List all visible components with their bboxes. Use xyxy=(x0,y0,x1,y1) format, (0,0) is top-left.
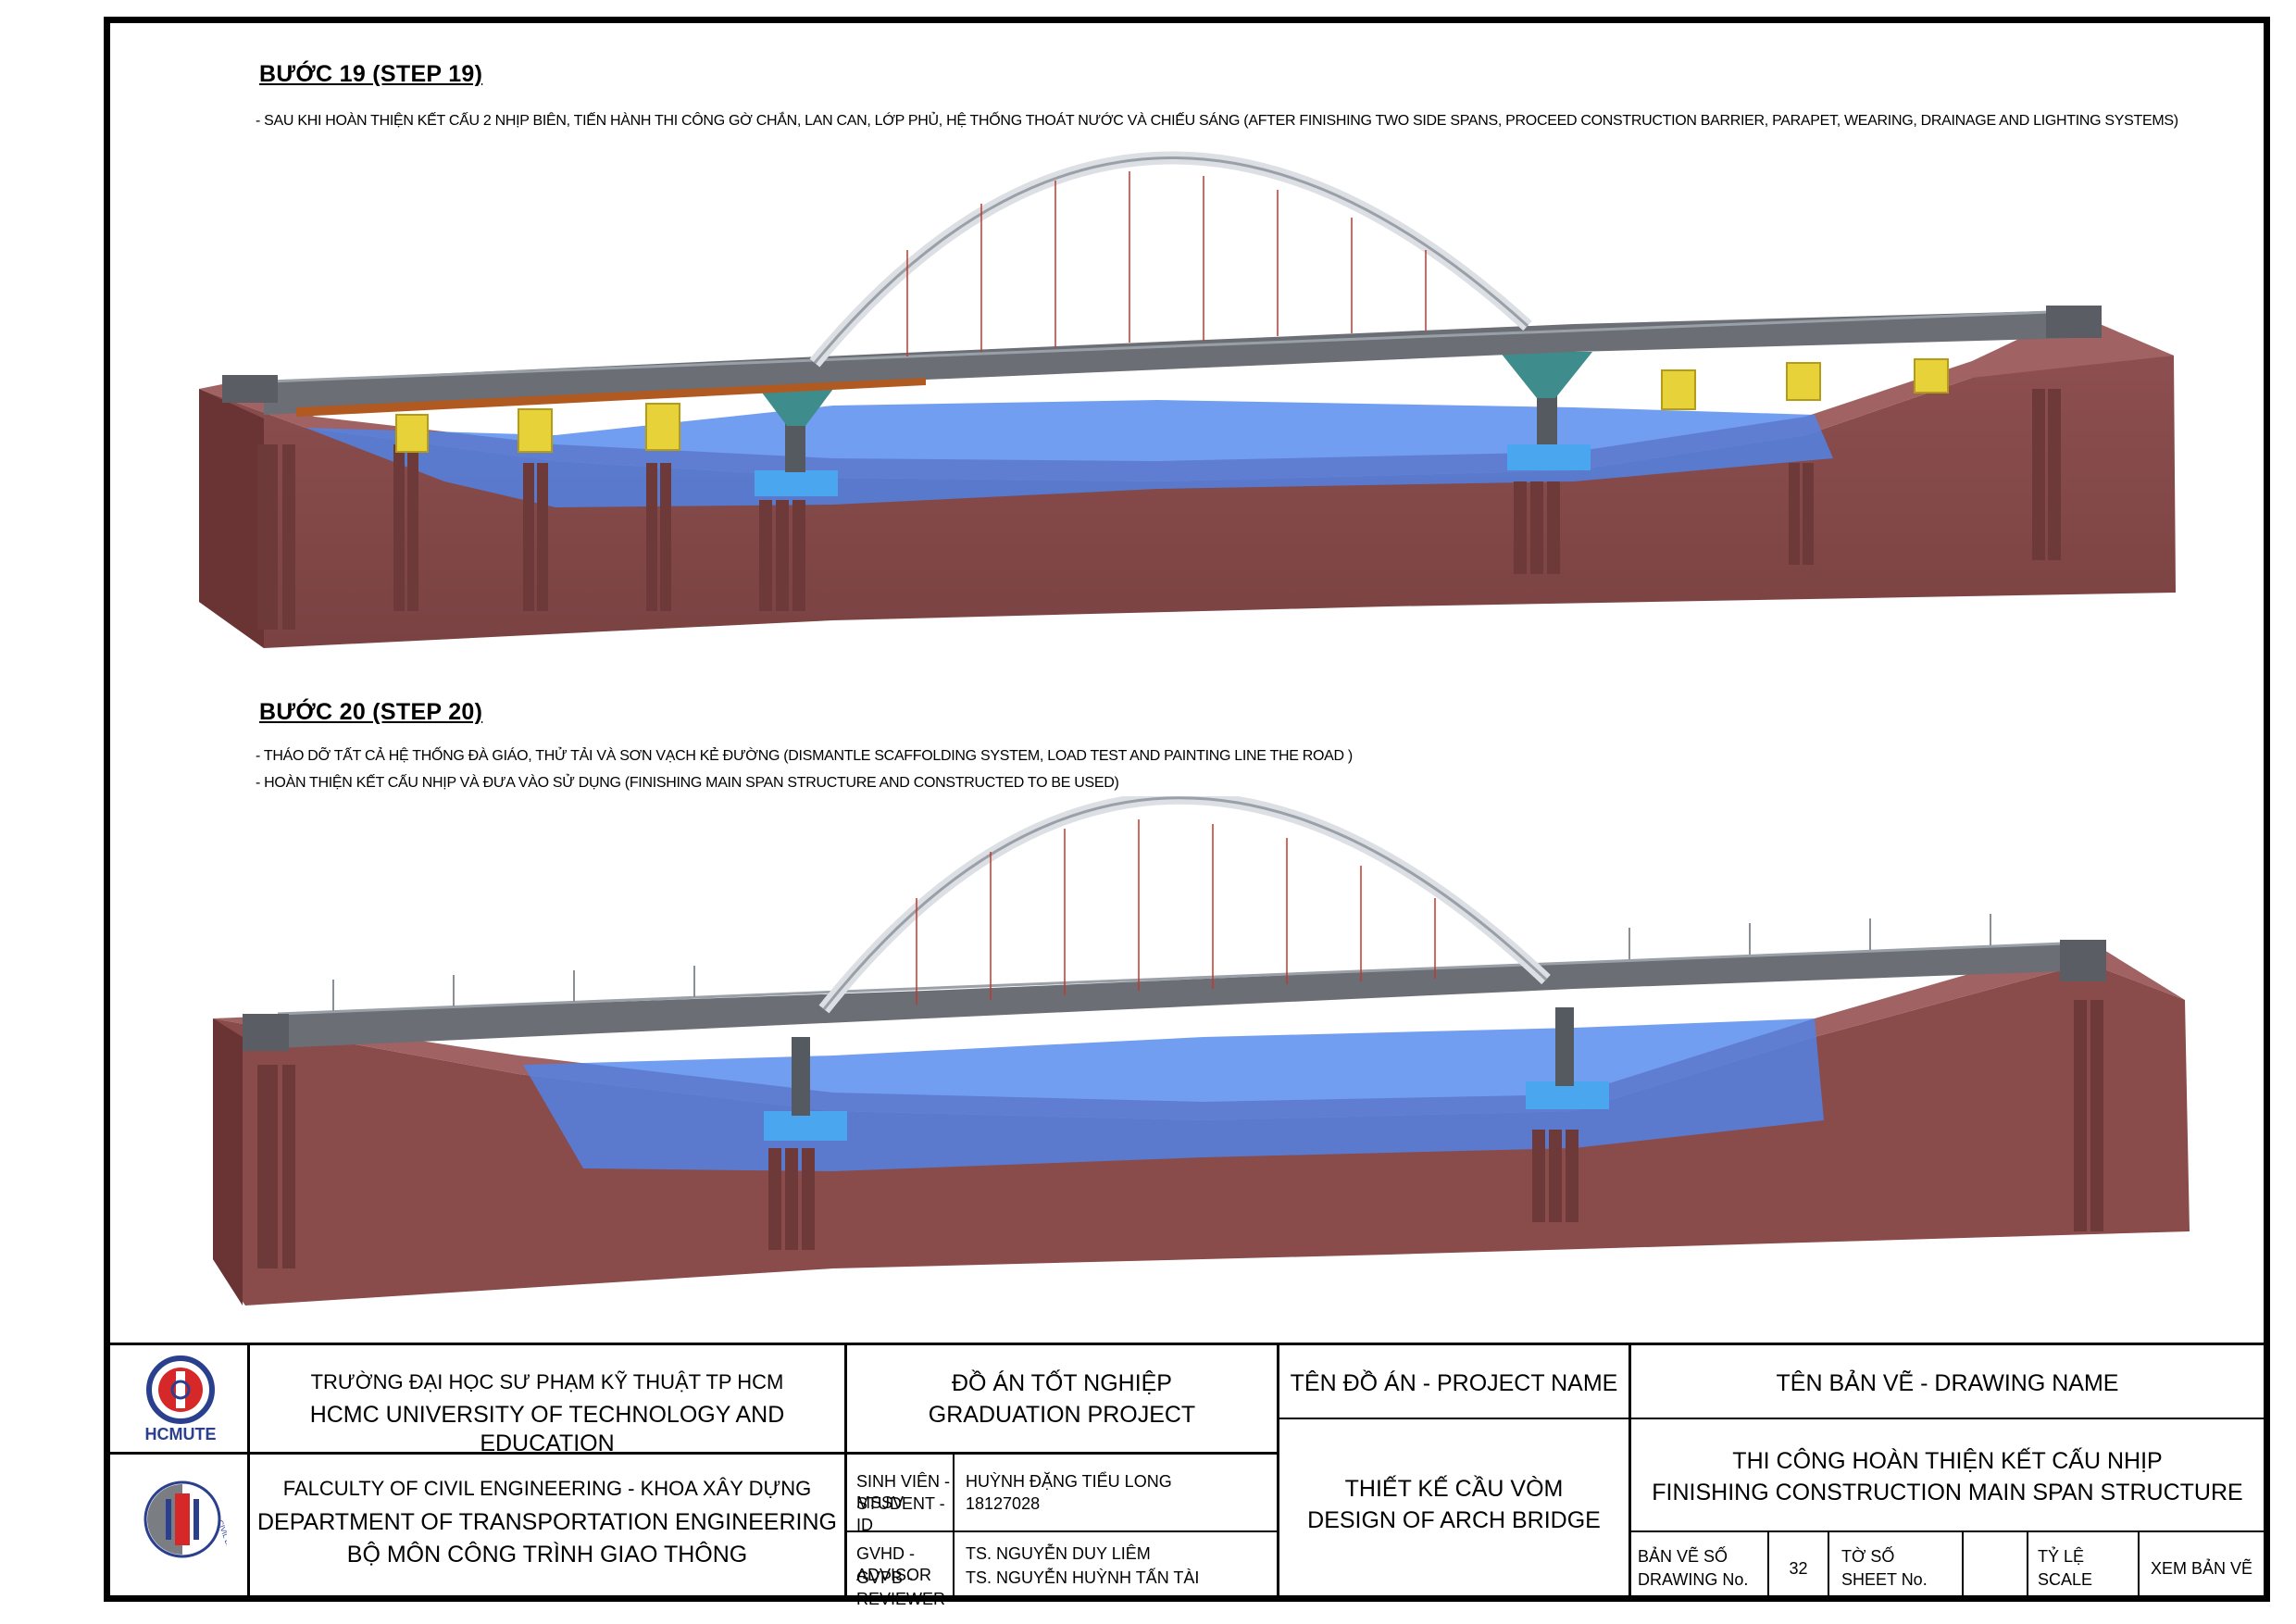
title-block: HCMUTE CIVIL ENGINEERING TRƯỜNG ĐẠI HỌC … xyxy=(110,1343,2264,1608)
student-label-2: STUDENT - ID xyxy=(856,1494,945,1534)
step20-note-2: - HOÀN THIỆN KẾT CẤU NHỊP VÀ ĐƯA VÀO SỬ … xyxy=(256,775,1119,791)
step19-note: - SAU KHI HOÀN THIỆN KẾT CẤU 2 NHỊP BIÊN… xyxy=(256,113,2178,129)
project-name-vn: THIẾT KẾ CẦU VÒM xyxy=(1344,1476,1564,1502)
hcmute-logo: HCMUTE xyxy=(145,1355,217,1443)
advisor-name: TS. NGUYỄN DUY LIÊM xyxy=(966,1544,1151,1563)
drawing-no-label-1: BẢN VẼ SỐ xyxy=(1638,1547,1728,1566)
department-name-vn: BỘ MÔN CÔNG TRÌNH GIAO THÔNG xyxy=(346,1542,748,1568)
pier-bracket-right xyxy=(1500,352,1592,398)
river-water xyxy=(523,1018,1824,1171)
parapet-line xyxy=(277,941,2089,1016)
step20-bridge-render xyxy=(213,796,2190,1305)
advisor-label: GVHD - ADVISOR xyxy=(856,1544,932,1584)
lighting-poles xyxy=(332,914,1991,1011)
sheet-no-label-1: TỜ SỐ xyxy=(1841,1547,1895,1566)
foundation-piles xyxy=(257,389,2061,630)
student-label-1: SINH VIÊN - MSSV xyxy=(856,1472,951,1512)
pier-column-left xyxy=(792,1037,810,1116)
university-name-vn: TRƯỜNG ĐẠI HỌC SƯ PHẠM KỸ THUẬT TP HCM xyxy=(310,1370,784,1393)
step19-title: BƯỚC 19 (STEP 19) xyxy=(259,61,483,87)
scale-value: XEM BẢN VẼ xyxy=(2150,1559,2253,1578)
pier-column-right xyxy=(1555,1007,1574,1086)
step20-note-1: - THÁO DỠ TẤT CẢ HỆ THỐNG ĐÀ GIÁO, THỬ T… xyxy=(256,748,1353,764)
hanger-cables xyxy=(906,171,1427,356)
abutment-left xyxy=(222,375,278,403)
parapet-line xyxy=(268,309,2075,383)
civil-engineering-logo: CIVIL ENGINEERING xyxy=(144,1480,227,1564)
logo2-text: CIVIL ENGINEERING xyxy=(216,1519,227,1564)
river-water xyxy=(306,400,1833,507)
reviewer-label: GVPB - REVIEWER xyxy=(856,1568,946,1608)
drawing-name-en: FINISHING CONSTRUCTION MAIN SPAN STRUCTU… xyxy=(1652,1480,2243,1505)
university-name-en: HCMC UNIVERSITY OF TECHNOLOGY AND EDUCAT… xyxy=(309,1402,785,1457)
deck-girder-orange xyxy=(296,378,926,417)
step20-title: BƯỚC 20 (STEP 20) xyxy=(259,699,483,725)
student-id: 18127028 xyxy=(966,1494,1041,1513)
project-name-label: TÊN ĐỒ ÁN - PROJECT NAME xyxy=(1290,1370,1618,1396)
drawing-name-label: TÊN BẢN VẼ - DRAWING NAME xyxy=(1776,1370,2119,1396)
abutment-right xyxy=(2046,306,2102,338)
foundation-piles xyxy=(257,1000,2103,1268)
step19-bridge-render xyxy=(199,151,2176,648)
faculty-name: FALCULTY OF CIVIL ENGINEERING - KHOA XÂY… xyxy=(282,1477,812,1500)
abutment-right xyxy=(2060,940,2106,981)
drawing-no-label-2: DRAWING No. xyxy=(1638,1570,1749,1589)
drawing-no-value: 32 xyxy=(1789,1559,1808,1578)
scale-label-1: TỶ LỆ xyxy=(2038,1547,2085,1566)
scale-label-2: SCALE xyxy=(2038,1570,2093,1589)
hanger-cables xyxy=(916,819,1436,1005)
pier-bracket-left xyxy=(759,389,833,426)
reviewer-name: TS. NGUYỄN HUỲNH TẤN TÀI xyxy=(966,1568,1200,1587)
scaffold-towers xyxy=(395,358,1949,453)
pier-footing-left xyxy=(764,1111,847,1141)
pier-footing-right xyxy=(1507,444,1591,470)
project-type-en: GRADUATION PROJECT xyxy=(928,1402,1196,1428)
logo1-text: HCMUTE xyxy=(145,1425,217,1443)
project-type-vn: ĐỒ ÁN TỐT NGHIỆP xyxy=(951,1370,1172,1396)
drawing-sheet-frame xyxy=(104,17,2270,1602)
sheet-no-label-2: SHEET No. xyxy=(1841,1570,1928,1589)
pier-footing-left xyxy=(755,470,838,496)
department-name-en: DEPARTMENT OF TRANSPORTATION ENGINEERING xyxy=(256,1509,837,1535)
soil-side-face xyxy=(213,1018,243,1305)
soil-side-face xyxy=(199,389,264,648)
bridge-deck xyxy=(278,943,2090,1048)
abutment-left xyxy=(243,1014,289,1051)
drawing-name-vn: THI CÔNG HOÀN THIỆN KẾT CẤU NHỊP xyxy=(1732,1448,2163,1474)
student-name: HUỲNH ĐẶNG TIỂU LONG xyxy=(966,1472,1172,1491)
project-name-en: DESIGN OF ARCH BRIDGE xyxy=(1307,1507,1601,1533)
